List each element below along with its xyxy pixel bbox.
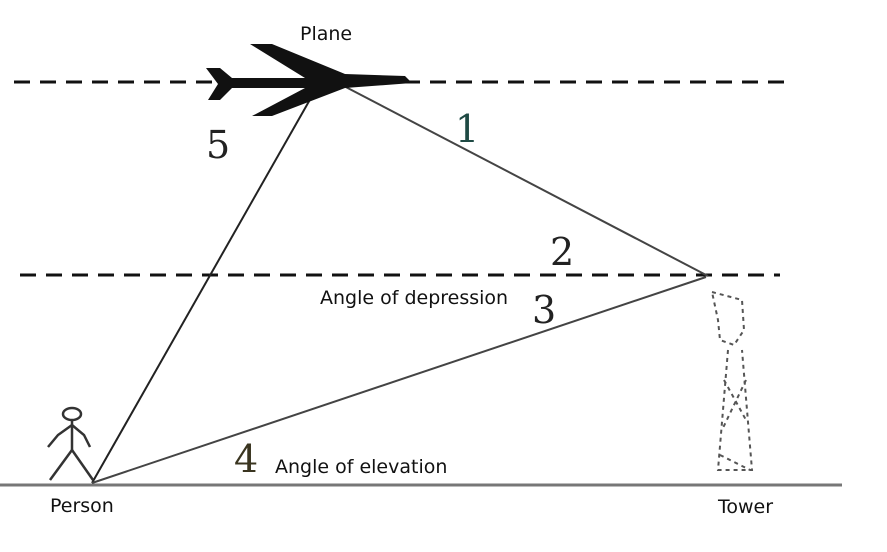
angle-of-elevation-label: Angle of elevation xyxy=(275,456,447,478)
tower-label: Tower xyxy=(717,496,773,518)
person-to-plane-line xyxy=(91,95,313,484)
plane-label: Plane xyxy=(300,23,352,45)
person-to-tower-line xyxy=(91,276,707,484)
angle-number-3: 3 xyxy=(532,288,556,332)
tower-icon xyxy=(710,290,754,471)
angle-number-1: 1 xyxy=(455,107,479,151)
angle-number-5: 5 xyxy=(206,123,230,167)
plane-to-tower-line xyxy=(339,83,709,277)
person-label: Person xyxy=(50,495,114,517)
person-icon xyxy=(47,406,95,481)
angle-number-4: 4 xyxy=(234,437,258,481)
angle-of-depression-label: Angle of depression xyxy=(320,287,508,309)
angle-number-2: 2 xyxy=(550,230,574,274)
plane-icon xyxy=(206,44,412,116)
